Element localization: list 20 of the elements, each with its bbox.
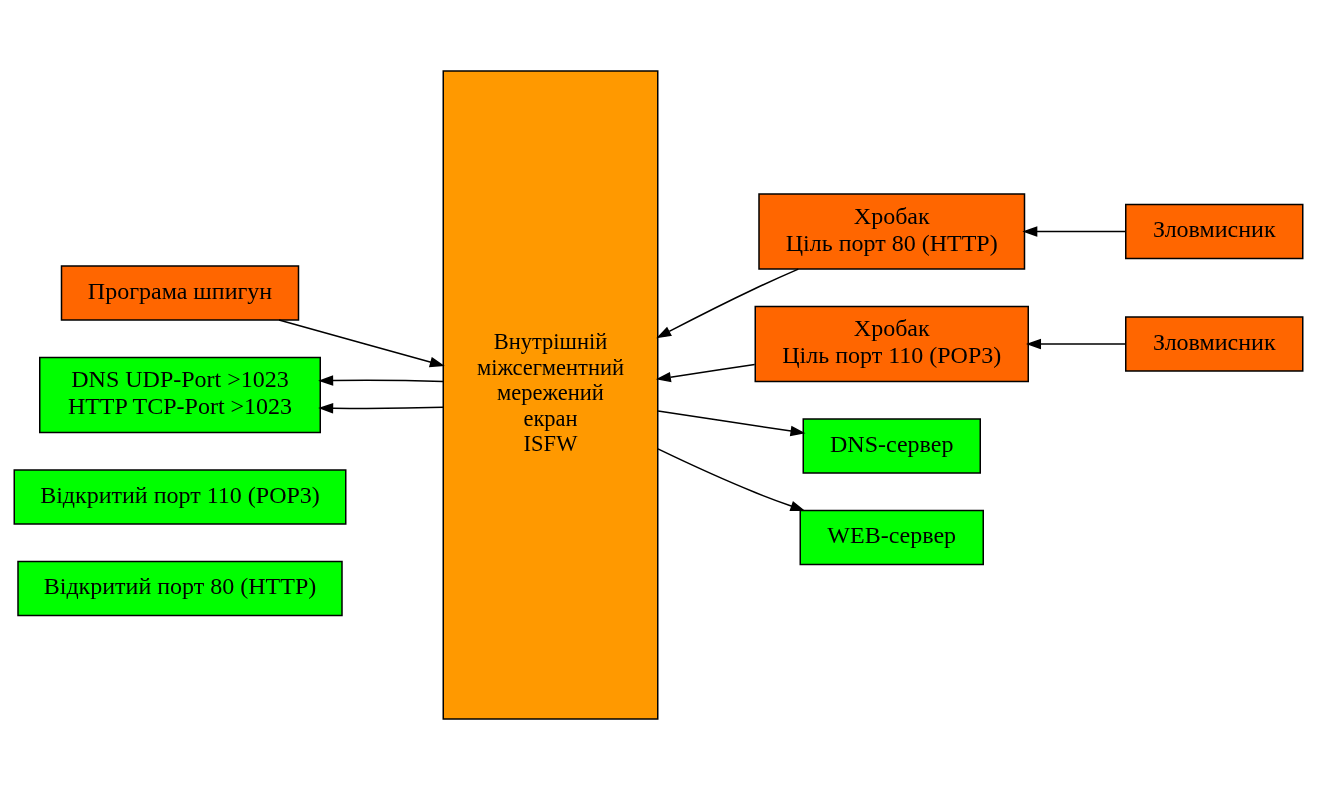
arrow: [657, 447, 806, 511]
arrow: [655, 363, 756, 382]
arrow: [278, 318, 445, 367]
node-box: Відкритий порт 80 (HTTP): [17, 560, 343, 616]
node-box: Програма шпигун: [60, 264, 300, 321]
arrow: [318, 402, 444, 414]
node-box: Зловмисник: [1125, 203, 1304, 259]
arrow: [1022, 225, 1127, 237]
node-box: DNS UDP-Port >1023 HTTP TCP-Port >1023: [39, 356, 321, 433]
arrow: [657, 409, 806, 436]
node-box: Хробак Ціль порт 80 (HTTP): [758, 192, 1026, 270]
node-box: Внутрішній міжсегментний мережений екран ISFW: [442, 69, 659, 720]
node-box: Хробак Ціль порт 110 (POP3): [754, 305, 1029, 382]
arrow: [1026, 338, 1127, 349]
node-box: Зловмисник: [1125, 315, 1304, 372]
arrow: [318, 374, 444, 386]
node-box: DNS-сервер: [802, 417, 981, 474]
arrow: [656, 267, 800, 338]
node-box: Відкритий порт 110 (POP3): [13, 468, 347, 525]
node-box: WEB-сервер: [799, 509, 984, 565]
